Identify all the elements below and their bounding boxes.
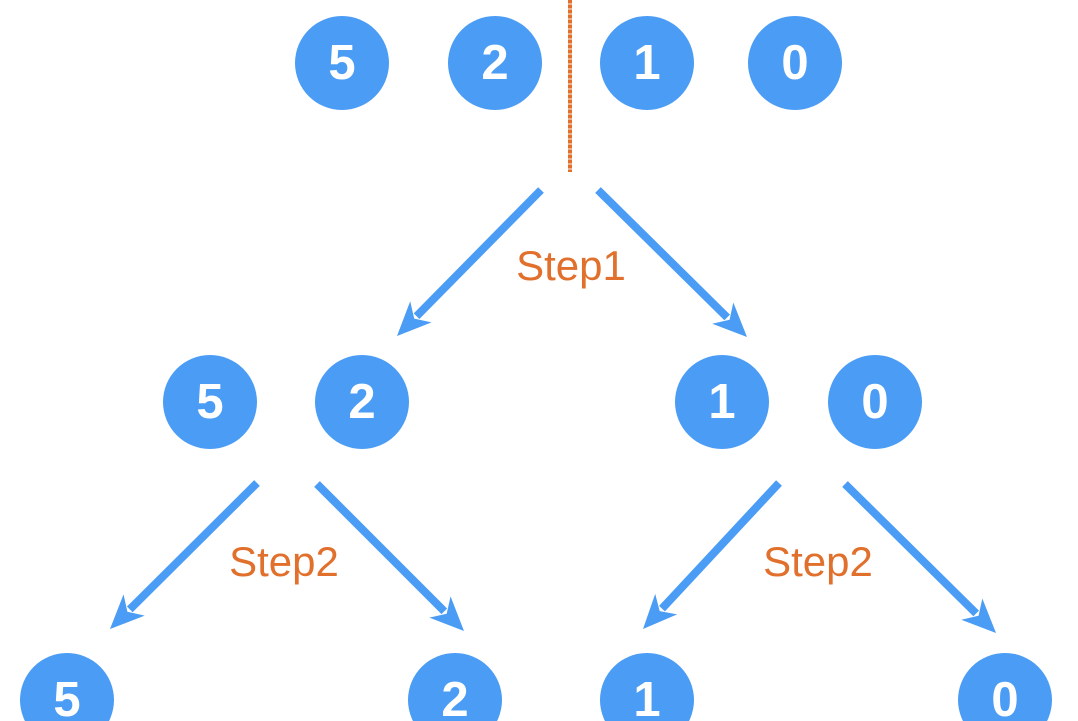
node-row-split-1-2: 2 (315, 355, 409, 449)
node-value: 2 (481, 35, 509, 90)
node-value: 1 (633, 35, 661, 90)
split-divider (568, 0, 572, 172)
arrow-step2-right-a-shaft (659, 480, 782, 612)
node-row-initial-2: 2 (448, 16, 542, 110)
arrow-step2-left-b (314, 481, 464, 631)
node-value: 5 (53, 672, 81, 721)
arrow-step2-right-b-head (961, 598, 996, 633)
arrow-step1-right-head (712, 302, 747, 337)
node-row-initial-1: 1 (600, 16, 694, 110)
arrow-step1-left-head (397, 301, 432, 336)
arrow-step2-left-b-head (429, 596, 464, 631)
step2-left-label: Step2 (229, 538, 339, 585)
node-value: 0 (781, 35, 809, 90)
node-value: 5 (196, 374, 224, 429)
node-row-split-2-0: 0 (958, 653, 1052, 721)
step1-label: Step1 (516, 242, 626, 289)
node-value: 5 (328, 35, 356, 90)
node-value: 0 (861, 374, 889, 429)
node-value: 2 (441, 672, 469, 721)
step2-right-label: Step2 (763, 538, 873, 585)
node-row-split-1-5: 5 (163, 355, 257, 449)
node-row-initial-5: 5 (295, 16, 389, 110)
arrow-step2-right-a-head (643, 593, 678, 629)
node-value: 1 (708, 374, 736, 429)
node-row-split-2-1: 1 (600, 653, 694, 721)
node-value: 0 (991, 672, 1019, 721)
node-row-split-2-2: 2 (408, 653, 502, 721)
node-row-split-1-1: 1 (675, 355, 769, 449)
arrow-step2-right-a (643, 480, 782, 629)
node-value: 2 (348, 374, 376, 429)
node-row-split-1-0: 0 (828, 355, 922, 449)
arrow-step2-left-a-head (110, 594, 145, 629)
node-value: 1 (633, 672, 661, 721)
node-row-initial-0: 0 (748, 16, 842, 110)
node-row-split-2-5: 5 (20, 653, 114, 721)
